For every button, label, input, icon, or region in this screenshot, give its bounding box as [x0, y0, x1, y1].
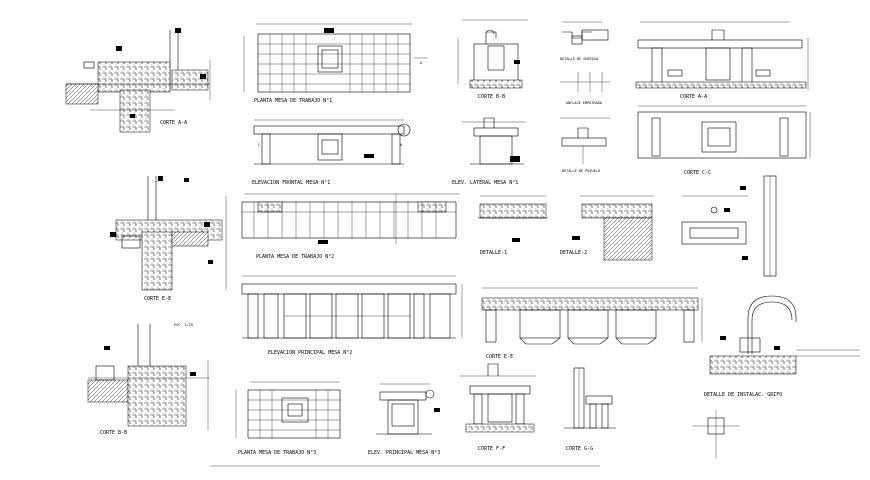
svg-text:ANCLAJE EMPOTRADO: ANCLAJE EMPOTRADO [566, 101, 602, 105]
caption-elev-principal-n3: ELEV. PRINCIPAL MESA N°3 [368, 450, 440, 456]
plan-mesa-3: PLANTA MESA DE TRABAJO N°3 [235, 381, 341, 456]
caption-planta-n2: PLANTA MESA DE TRABAJO N°2 [256, 254, 334, 260]
caption-planta-n1: PLANTA MESA DE TRABAJO N°1 [254, 98, 332, 104]
caption-detalle-1: DETALLE-1 [480, 250, 507, 256]
scale-note: ESC. 1/25 [174, 323, 193, 327]
caption-planta-n3: PLANTA MESA DE TRABAJO N°3 [238, 450, 316, 456]
caption-corte-f: CORTE F-F [478, 446, 505, 452]
caption-elev-principal-n2: ELEVACION PRINCIPAL MESA N°2 [268, 350, 352, 356]
detail-right-small [681, 175, 777, 277]
caption-corte-e-center: CORTE E-E [486, 354, 513, 360]
caption-corte-e: CORTE E-E [144, 296, 171, 302]
plan-mesa-2: PLANTA MESA DE TRABAJO N°2 [241, 193, 460, 260]
caption-corte-b-bottom: CORTE B-B [100, 430, 127, 436]
section-corte-g: CORTE G-G [564, 367, 616, 452]
elevation-principal-mesa-2: ELEVACION PRINCIPAL MESA N°2 [241, 275, 463, 356]
svg-text:A: A [420, 61, 423, 65]
section-corte-e-center: CORTE E-E [481, 287, 703, 360]
detail-2: DETALLE-2 [560, 195, 654, 261]
caption-corte-g: CORTE G-G [566, 446, 593, 452]
caption-corte-a-right: CORTE A-A [680, 94, 707, 100]
caption-corte-b: CORTE B-B [478, 94, 505, 100]
section-corte-b: CORTE B-B [457, 19, 528, 100]
section-corte-f: CORTE F-F [460, 363, 536, 452]
section-corte-e: CORTE E-E [110, 176, 227, 302]
detail-ventosa: DETALLE DE VENTOSA ANCLAJE EMPOTRADO [560, 21, 610, 105]
elevation-principal-mesa-3: ELEV. PRINCIPAL MESA N°3 [368, 383, 440, 456]
caption-detalle-pozuelo: DETALLE DE POZUELO [562, 169, 600, 173]
section-corte-a: CORTE A-A [65, 28, 211, 133]
plan-mesa-1: A PLANTA MESA DE TRABAJO N°1 [243, 23, 428, 104]
section-corte-a-right: CORTE A-A [635, 21, 809, 100]
svg-text:A: A [400, 143, 403, 147]
detail-pozuelo: DETALLE DE POZUELO [560, 117, 610, 173]
caption-corte-c: CORTE C-C [684, 170, 711, 176]
caption-elev-lateral-n1: ELEV. LATERAL MESA N°1 [452, 180, 518, 186]
caption-elev-frontal-n1: ELEVACION FRONTAL MESA N°1 [252, 180, 330, 186]
caption-detalle-2: DETALLE-2 [560, 250, 587, 256]
detail-grifo: DETALLE DE INSTALAC. GRIFO [692, 295, 860, 458]
section-corte-c: CORTE C-C [637, 105, 811, 176]
elevation-frontal-mesa-1: C A ELEVACION FRONTAL MESA N°1 [252, 119, 411, 186]
caption-detalle-ventosa: DETALLE DE VENTOSA [560, 57, 599, 61]
detail-1: DETALLE-1 [478, 195, 548, 256]
caption-detalle-grifo: DETALLE DE INSTALAC. GRIFO [704, 392, 782, 398]
caption-corte-a: CORTE A-A [160, 120, 187, 126]
svg-text:C: C [258, 143, 260, 147]
elevation-lateral-mesa-1: ELEV. LATERAL MESA N°1 [452, 117, 526, 186]
section-corte-b-bottom: ESC. 1/25 CORTE B-B [87, 323, 210, 436]
